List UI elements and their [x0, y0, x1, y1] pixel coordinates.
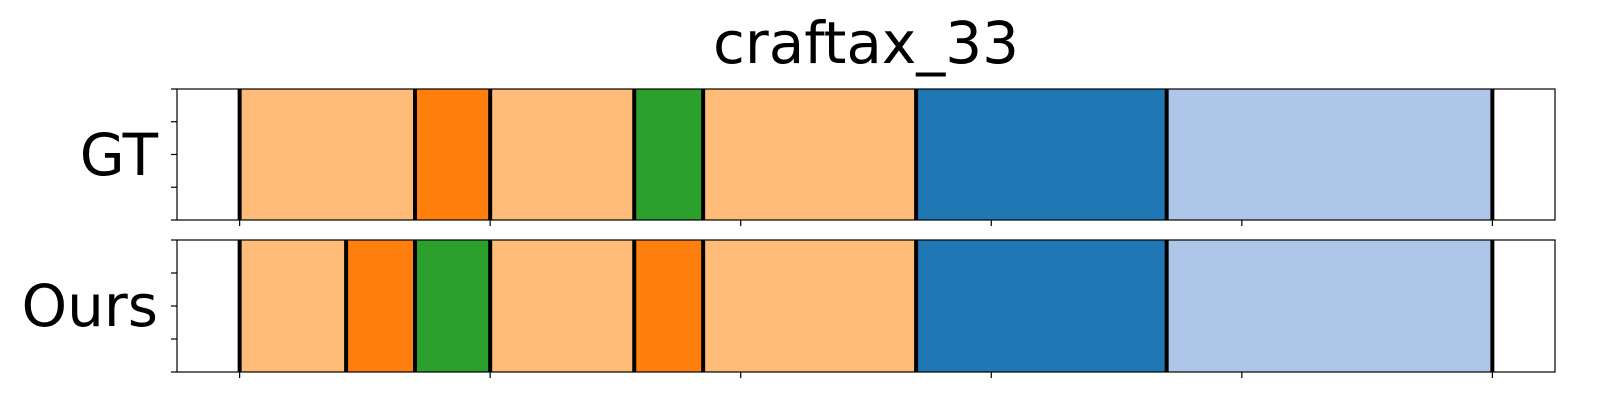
segment-gt-7 — [1166, 89, 1493, 220]
chart-title: craftax_33 — [713, 9, 1019, 77]
segment-ours-7 — [916, 240, 1167, 372]
segment-gt-4 — [634, 89, 704, 220]
segment-gt-6 — [916, 89, 1167, 220]
row-ours: Ours — [22, 239, 1556, 378]
segment-ours-8 — [1166, 240, 1493, 372]
segment-ours-5 — [634, 240, 704, 372]
segment-gt-3 — [490, 89, 635, 220]
segment-gt-2 — [415, 89, 491, 220]
segment-gt-5 — [703, 89, 917, 220]
segment-ours-2 — [346, 240, 416, 372]
row-label-ours: Ours — [22, 272, 158, 340]
row-gt: GT — [80, 88, 1556, 226]
row-label-gt: GT — [80, 121, 159, 189]
chart-rows: GT Ours — [22, 88, 1556, 378]
segment-ours-4 — [490, 240, 635, 372]
segment-ours-6 — [703, 240, 917, 372]
segment-ours-1 — [239, 240, 347, 372]
segment-gt-1 — [239, 89, 416, 220]
segment-ours-3 — [415, 240, 491, 372]
